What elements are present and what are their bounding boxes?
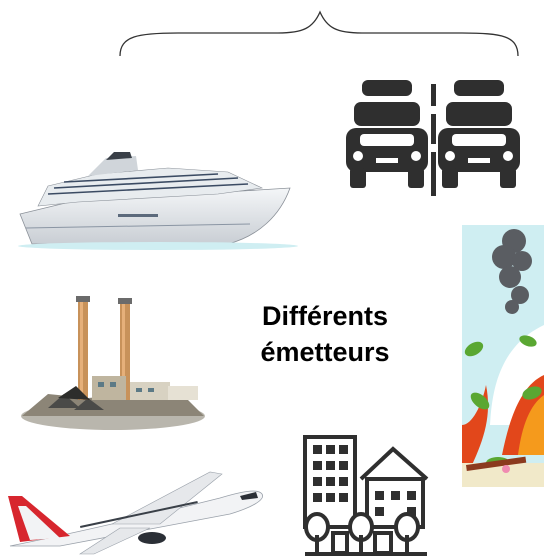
wildfire-icon — [462, 225, 544, 487]
title-line-2: émetteurs — [225, 334, 425, 370]
title-line-1: Différents — [225, 298, 425, 334]
airplane-icon — [0, 466, 268, 556]
diagram-title: Différents émetteurs — [225, 298, 425, 370]
industrial-plant-icon — [18, 290, 208, 435]
buildings-icon — [303, 435, 433, 556]
cruise-ship-icon — [18, 150, 298, 250]
car-traffic-icon — [336, 78, 536, 200]
top-brace — [118, 6, 520, 58]
